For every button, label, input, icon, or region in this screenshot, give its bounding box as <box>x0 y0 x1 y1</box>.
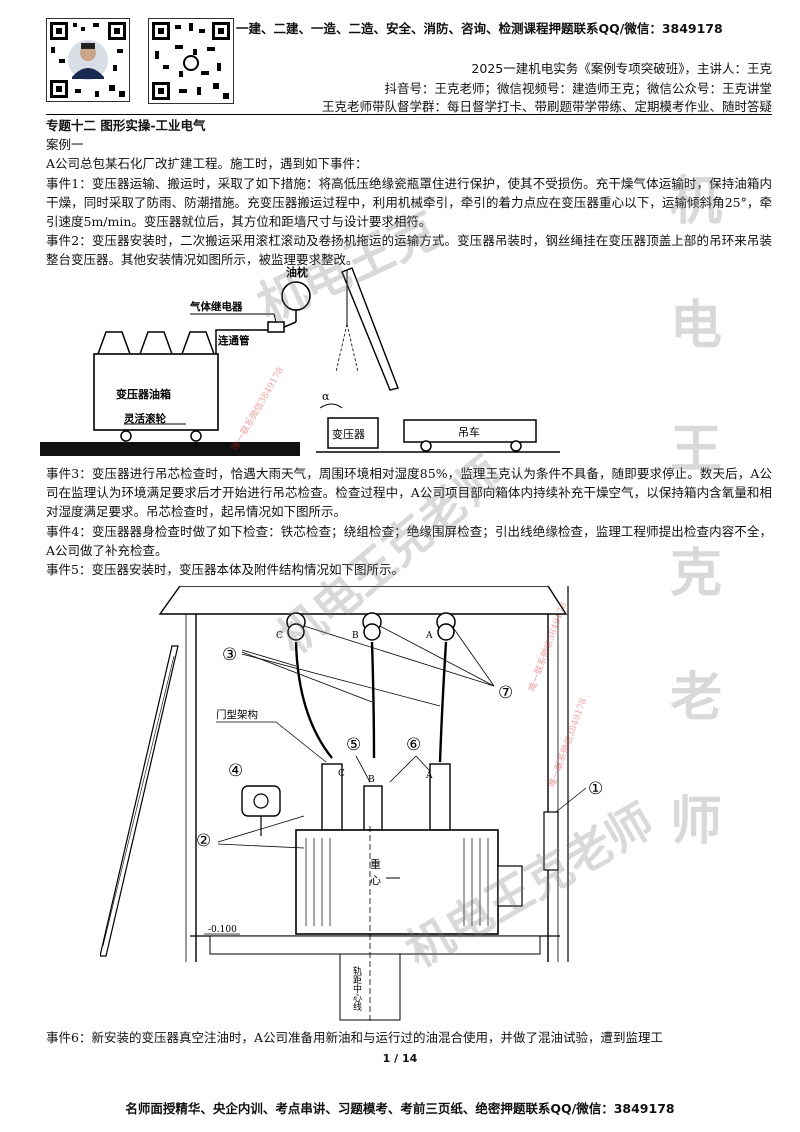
marker-2: ② <box>196 831 211 851</box>
marker-6: ⑥ <box>406 735 421 755</box>
body-block-1: 专题十二 图形实操-工业电气 案例一 A公司总包某石化厂改扩建工程。施工时，遇到… <box>46 116 772 270</box>
oil-pillow-label: 油枕 <box>286 265 308 279</box>
transformer-body-shape <box>295 829 499 935</box>
body-block-3: 事件6：新安装的变压器真空注油时，A公司准备用新油和与运行过的油混合使用，并做了… <box>46 1028 772 1047</box>
phase-b-top: B <box>352 631 359 641</box>
phase-c-top: C <box>276 631 283 641</box>
crane-label: 吊车 <box>458 425 480 439</box>
qr-code-image <box>46 18 130 102</box>
transformer-label: 变压器 <box>332 427 365 441</box>
elevation-label: -0.100 <box>208 925 237 935</box>
insulator-b <box>362 612 382 641</box>
vwm-1: 机 <box>670 171 723 232</box>
phase-a-bushing: A <box>425 771 433 781</box>
event1-paragraph: 事件1：变压器运输、搬运时，采取了如下措施：将高低压绝缘瓷瓶罩住进行保护，使其不… <box>46 175 772 230</box>
header-social-line: 抖音号：王克老师；微信视频号：建造师王克；微信公众号：王克讲堂 <box>384 81 772 96</box>
vwm-3: 王 <box>670 419 723 480</box>
page-number: 1 / 14 <box>382 1052 418 1065</box>
marker-1: ① <box>588 779 603 799</box>
wheel-label: 灵活滚轮 <box>123 412 166 425</box>
event2-paragraph: 事件2：变压器安装时，二次搬运采用滚杠滚动及卷扬机拖运的运输方式。变压器吊装时，… <box>46 233 772 268</box>
vertical-watermark: 机 电 王 克 老 师 <box>670 140 730 884</box>
figure-transformer-accessories: C B A ③ ⑦ 门型架构 ⑤ ⑥ C B A ④ 重 心 ② ① -0 <box>100 586 603 1022</box>
header-group-line: 王克老师带队督学群：每日督学打卡、带刷题带学带练、定期模考作业、随时答疑 <box>321 99 772 114</box>
crane-truck-shape <box>403 419 537 443</box>
footer-text: 名师面授精华、央企内训、考点串讲、习题模考、考前三页纸、绝密押题联系QQ/微信：… <box>125 1101 675 1116</box>
insulator-c <box>286 612 306 641</box>
wechat-qr-icon <box>148 18 234 104</box>
foundation-shape <box>209 935 541 955</box>
phase-a-top: A <box>425 631 433 641</box>
gas-relay-shape <box>267 321 285 333</box>
figure-transformer-installation: 油枕 气体继电器 连通管 变压器油箱 灵活滚轮 α 变压器 吊车 <box>40 265 560 456</box>
event3-paragraph: 事件3：变压器进行吊芯检查时，恰遇大雨天气，周围环境相对湿度85%，监理王克认为… <box>46 466 772 520</box>
gravity-label-1: 重 <box>370 857 381 871</box>
phase-c-bushing: C <box>338 769 345 779</box>
conn-pipe-label: 连通管 <box>218 334 250 347</box>
vwm-2: 电 <box>670 295 723 356</box>
arrester-shape <box>543 811 559 871</box>
case-label: 案例一 <box>46 137 84 153</box>
vwm-5: 老 <box>670 667 723 728</box>
bushing-b <box>363 785 383 831</box>
header-divider <box>46 114 772 115</box>
gas-relay-label: 气体继电器 <box>189 300 243 313</box>
tank-label: 变压器油箱 <box>116 387 171 401</box>
section-title: 专题十二 图形实操-工业电气 <box>46 118 206 133</box>
ground-slab <box>40 442 300 456</box>
gravity-label-2: 心 <box>370 874 381 887</box>
gantry-beam <box>158 586 568 615</box>
event4-paragraph: 事件4：变压器器身检查时做了如下检查：铁芯检查；绕组检查；绝缘围屏检查；引出线绝… <box>46 523 772 558</box>
event6-paragraph: 事件6：新安装的变压器真空注油时，A公司准备用新油和与运行过的油混合使用，并做了… <box>46 1030 663 1045</box>
oil-pillow-shape <box>281 281 311 311</box>
vwm-4: 克 <box>670 543 723 604</box>
phase-b-bushing: B <box>368 775 375 785</box>
intro-paragraph: A公司总包某石化厂改扩建工程。施工时，遇到如下事件： <box>46 156 368 172</box>
transformer-tank-shape <box>93 353 219 431</box>
marker-3: ③ <box>222 645 237 665</box>
header-top-line: 一建、二建、一造、二造、安全、消防、咨询、检测课程押题联系QQ/微信：38491… <box>236 21 723 36</box>
angle-alpha-label: α <box>322 390 330 403</box>
body-block-2: 事件3：变压器进行吊芯检查时，恰遇大雨天气，周围环境相对湿度85%，监理王克认为… <box>46 464 772 579</box>
header-course-line: 2025一建机电实务《案例专项突破班》，主讲人：王克 <box>471 61 772 76</box>
insulator-a <box>436 612 456 641</box>
marker-5: ⑤ <box>346 735 361 755</box>
gantry-label: 门型架构 <box>216 708 258 721</box>
marker-7: ⑦ <box>498 683 513 703</box>
bushing-a <box>429 763 451 831</box>
marker-4: ④ <box>228 761 243 781</box>
vwm-6: 师 <box>670 791 723 852</box>
axis-label: 轨距中心线 <box>351 965 362 1011</box>
transformer-small-shape <box>327 417 379 449</box>
event5-paragraph: 事件5：变压器安装时，变压器本体及附件结构情况如下图所示。 <box>46 562 404 578</box>
